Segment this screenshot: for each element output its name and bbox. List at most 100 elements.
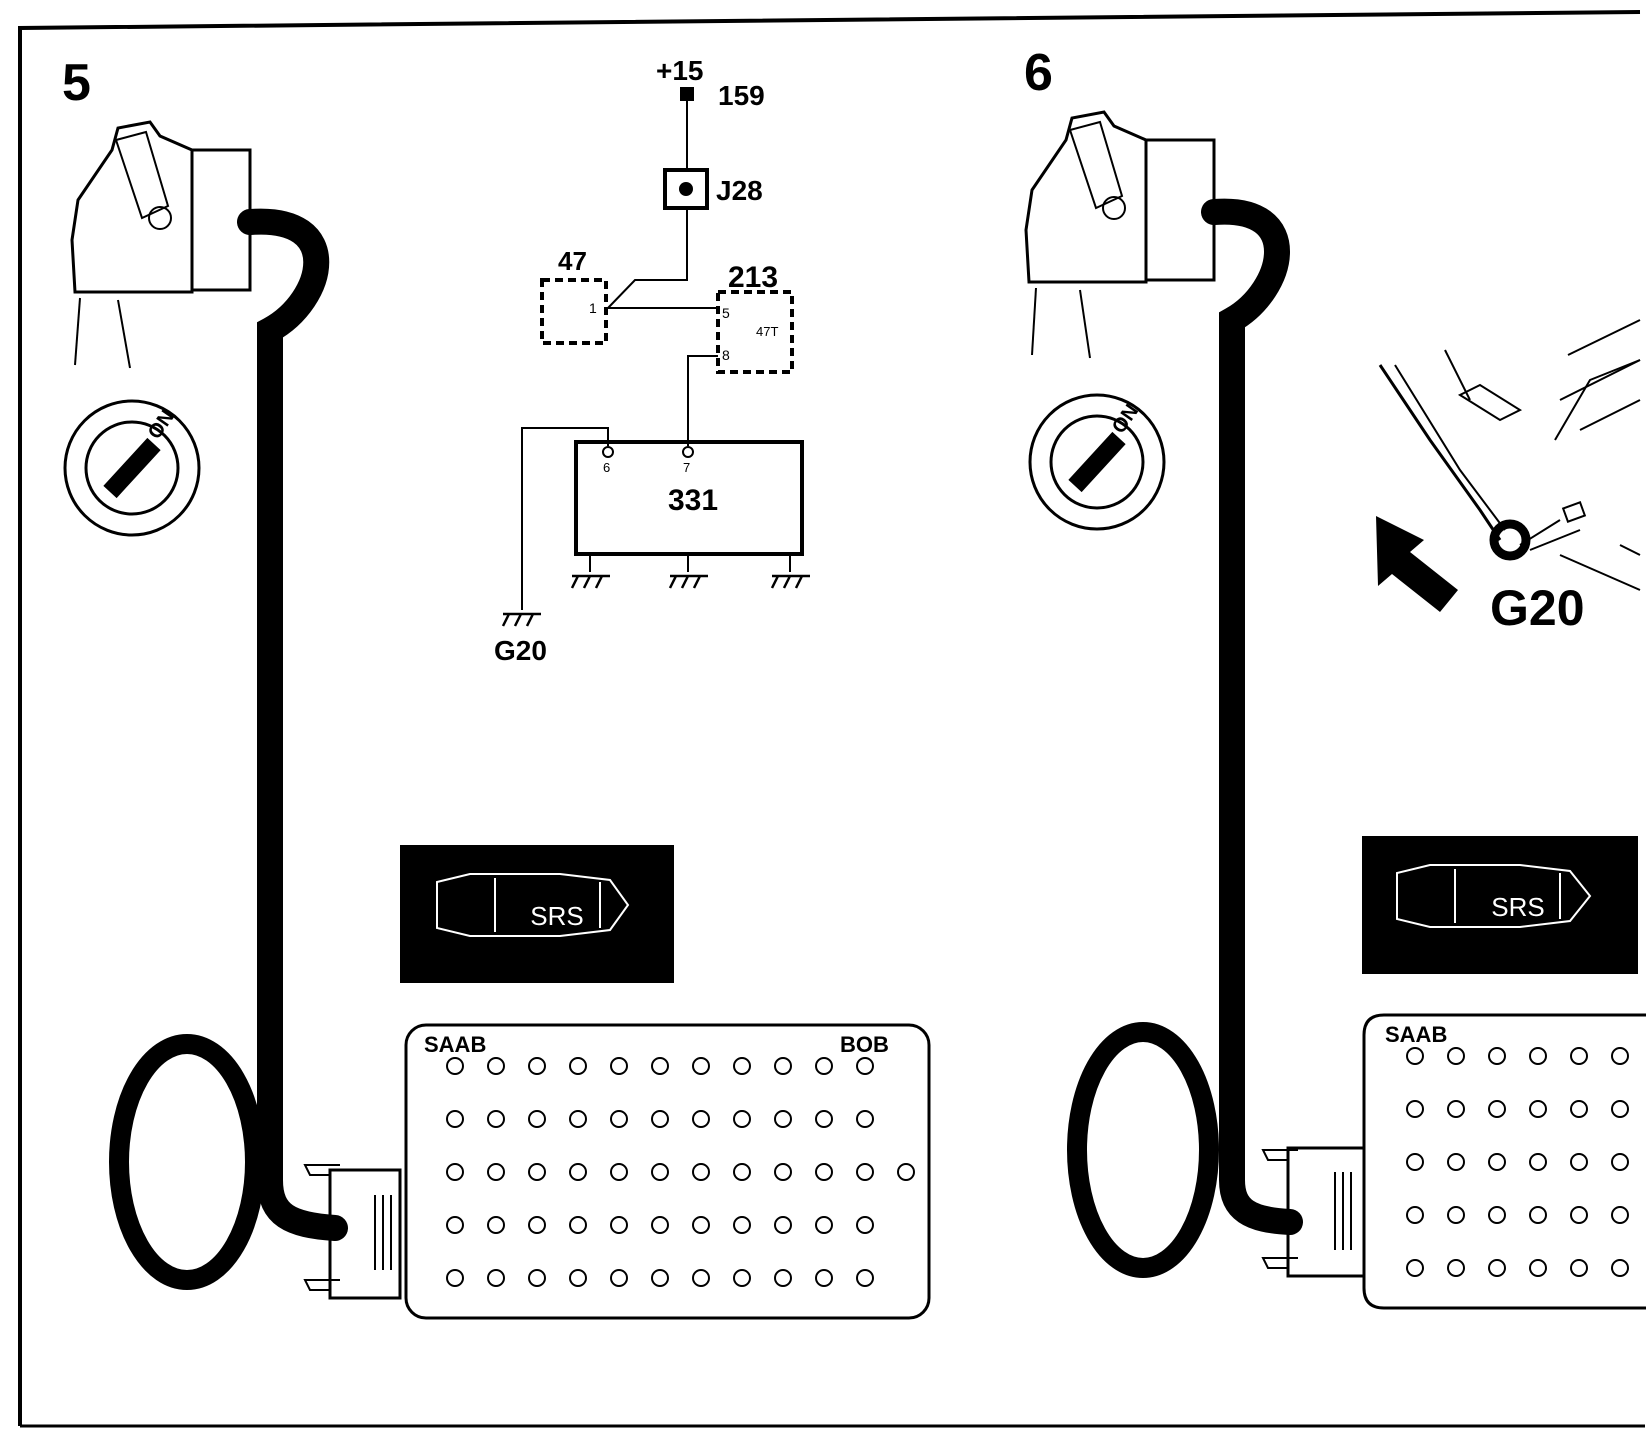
comp-331-label: 331 — [668, 484, 718, 517]
ignition-switch: ON — [63, 399, 201, 537]
comp-213-pin8: 8 — [722, 347, 730, 363]
breakout-name: BOB — [840, 1032, 889, 1057]
pin-hole — [528, 1163, 546, 1181]
pin-hole — [651, 1269, 669, 1287]
ground-point-illustration: G20 — [1376, 319, 1641, 636]
page-frame — [18, 10, 1641, 1426]
comp-331-grounds — [570, 554, 810, 589]
pin-hole — [1488, 1259, 1506, 1277]
pin-hole — [692, 1269, 710, 1287]
pin-hole — [774, 1057, 792, 1075]
pin-hole — [610, 1057, 628, 1075]
pin-hole — [1447, 1206, 1465, 1224]
wire-j28-47 — [607, 208, 688, 309]
breakout-brand: SAAB — [1385, 1022, 1447, 1047]
pin-hole — [446, 1216, 464, 1234]
pin-hole — [651, 1216, 669, 1234]
srs-warning-lamp: SRS — [1362, 836, 1638, 974]
pin-hole — [1406, 1047, 1424, 1065]
cable-connector — [1261, 1146, 1366, 1278]
pin-hole — [856, 1216, 874, 1234]
ignition-on-label: ON — [1108, 401, 1143, 438]
pin-hole — [569, 1163, 587, 1181]
pin-hole — [1406, 1100, 1424, 1118]
pin-hole — [1406, 1259, 1424, 1277]
pin-hole — [856, 1163, 874, 1181]
ground-g20-symbol — [501, 612, 541, 627]
pin-hole — [774, 1269, 792, 1287]
pin-hole — [1611, 1206, 1629, 1224]
pin-hole — [1611, 1100, 1629, 1118]
supply-label: +15 — [656, 55, 704, 86]
pin-hole — [528, 1216, 546, 1234]
pin-hole — [815, 1216, 833, 1234]
pin-hole — [1570, 1153, 1588, 1171]
pin-hole — [610, 1163, 628, 1181]
pin-hole — [692, 1216, 710, 1234]
pin-hole — [815, 1163, 833, 1181]
pin-hole — [1529, 1153, 1547, 1171]
pin-hole — [651, 1110, 669, 1128]
pin-hole — [528, 1057, 546, 1075]
pin-hole — [1488, 1047, 1506, 1065]
pin-hole — [610, 1216, 628, 1234]
pin-hole — [1488, 1100, 1506, 1118]
comp-331-pin7: 7 — [683, 460, 690, 475]
pin-hole — [692, 1110, 710, 1128]
pin-hole — [1406, 1153, 1424, 1171]
ignition-on-label: ON — [144, 406, 179, 443]
pin-hole — [487, 1057, 505, 1075]
panel-number: 5 — [62, 54, 91, 112]
pin-hole — [733, 1269, 751, 1287]
pin-hole — [733, 1216, 751, 1234]
pin-hole — [1488, 1153, 1506, 1171]
pin-hole — [1529, 1206, 1547, 1224]
pin-hole — [1447, 1153, 1465, 1171]
pin-hole — [815, 1110, 833, 1128]
pin-hole — [528, 1110, 546, 1128]
pin-hole — [1447, 1259, 1465, 1277]
breakout-box: SAAB BOB — [404, 1023, 931, 1320]
pin-hole — [1529, 1259, 1547, 1277]
pin-hole — [1529, 1100, 1547, 1118]
comp-213 — [716, 290, 794, 374]
comp-213-pin5: 5 — [722, 305, 730, 321]
pin-hole — [1570, 1206, 1588, 1224]
pin-grid — [1406, 1047, 1629, 1277]
pin-hole — [651, 1163, 669, 1181]
pin-hole — [1406, 1206, 1424, 1224]
ground-g20-label: G20 — [494, 635, 547, 666]
pin-hole — [446, 1110, 464, 1128]
pin-hole — [1447, 1100, 1465, 1118]
pin-hole — [733, 1163, 751, 1181]
wire-213-331 — [687, 355, 718, 446]
pin-hole — [856, 1057, 874, 1075]
pin-hole — [651, 1057, 669, 1075]
pin-hole — [610, 1269, 628, 1287]
pin-hole — [1570, 1259, 1588, 1277]
pin-hole — [1447, 1047, 1465, 1065]
breakout-brand: SAAB — [424, 1032, 486, 1057]
pin-hole — [1529, 1047, 1547, 1065]
pin-hole — [569, 1269, 587, 1287]
pin-hole — [815, 1269, 833, 1287]
pin-hole — [487, 1163, 505, 1181]
pin-hole — [774, 1163, 792, 1181]
pin-hole — [856, 1269, 874, 1287]
breakout-box: SAAB — [1362, 1013, 1646, 1310]
pin-hole — [487, 1216, 505, 1234]
pin-hole — [774, 1216, 792, 1234]
pin-hole — [1611, 1259, 1629, 1277]
comp-331-pin6: 6 — [603, 460, 610, 475]
ground-point-label: G20 — [1490, 580, 1585, 636]
srs-label: SRS — [1491, 892, 1544, 922]
comp-213-inner: 47T — [756, 324, 778, 339]
panel-5: 5 ON SRS — [62, 54, 931, 1320]
comp-213-label: 213 — [728, 261, 778, 294]
ignition-switch: ON — [1028, 393, 1166, 531]
pin-hole — [1611, 1047, 1629, 1065]
pin-hole — [1570, 1100, 1588, 1118]
pin-hole — [692, 1163, 710, 1181]
pin-hole — [856, 1110, 874, 1128]
